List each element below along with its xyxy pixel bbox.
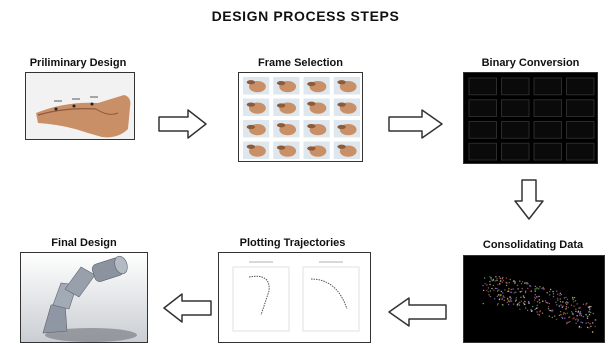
scatter-cloud-icon [482, 276, 597, 333]
step-label-binary-conversion: Binary Conversion [481, 57, 580, 69]
consolidating-data-image [463, 255, 605, 343]
hollow-arrow-down-icon [514, 179, 544, 221]
diagram-title: DESIGN PROCESS STEPS [211, 8, 400, 24]
hollow-arrow-left-icon [162, 293, 212, 323]
step-label-consolidating-data: Consolidating Data [482, 239, 584, 251]
step-label-final-design: Final Design [51, 237, 117, 249]
frame-selection-image [238, 72, 363, 162]
binary-conversion-image [463, 72, 598, 164]
hollow-arrow-right-icon [388, 109, 444, 139]
preliminary-design-image [25, 72, 135, 140]
binary-grid-icon [464, 73, 597, 163]
hollow-arrow-left-icon [387, 297, 447, 327]
trajectory-plot-icon [219, 253, 370, 342]
step-label-plotting-trajectories: Plotting Trajectories [239, 237, 346, 249]
frame-grid-icon [239, 73, 362, 161]
step-label-frame-selection: Frame Selection [258, 57, 343, 69]
plotting-trajectories-image [218, 252, 371, 343]
hollow-arrow-right-icon [158, 109, 208, 139]
step-label-priliminary-design: Priliminary Design [29, 57, 127, 69]
hand-photo-icon [26, 73, 134, 139]
finger-model-render-icon [21, 253, 147, 342]
final-design-image [20, 252, 148, 343]
